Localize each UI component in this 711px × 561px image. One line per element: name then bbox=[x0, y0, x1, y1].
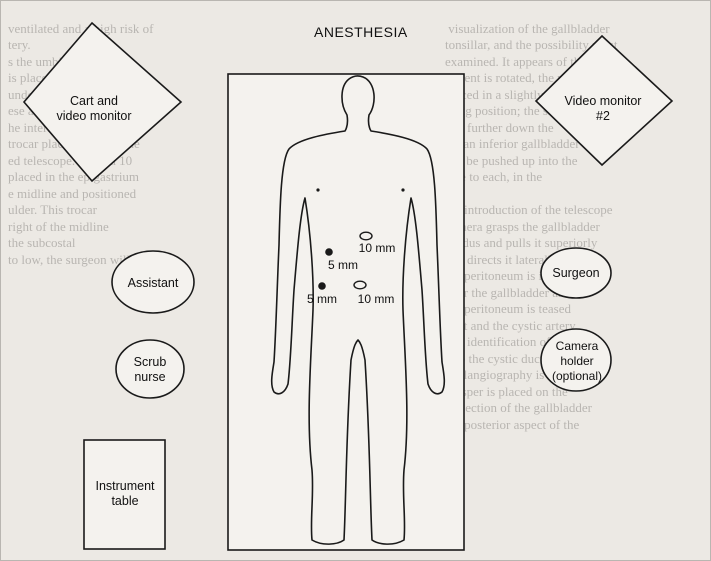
image-frame bbox=[0, 0, 711, 561]
operating-room-diagram: ventilated and a high risk of tery. s th… bbox=[0, 0, 711, 561]
